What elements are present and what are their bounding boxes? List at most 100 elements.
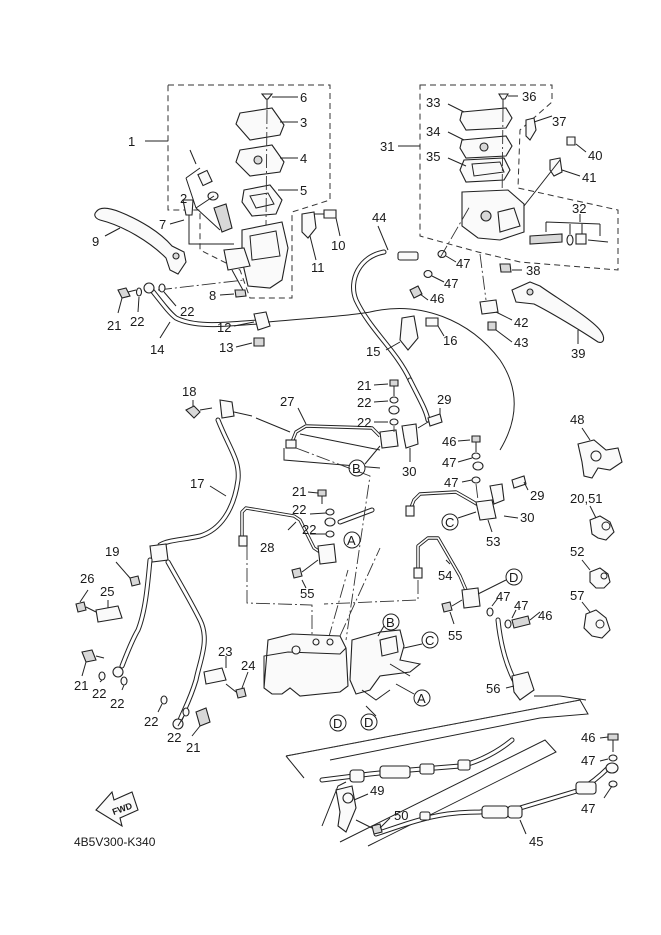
callout-19: 19 xyxy=(105,544,119,559)
hose-clamps-group: 48 20,51 52 57 xyxy=(570,412,623,639)
callout-47-a: 47 xyxy=(456,256,470,271)
callout-46-c: 46 xyxy=(538,608,552,623)
bolt-55-part xyxy=(291,567,303,579)
hose-clamp-15-part: 15 16 xyxy=(366,315,457,359)
callout-47-g: 47 xyxy=(581,753,595,768)
callout-22-b: 22 xyxy=(180,304,194,319)
callout-29-b: 29 xyxy=(530,488,544,503)
callout-44: 44 xyxy=(372,210,386,225)
callout-5: 5 xyxy=(300,183,307,198)
joint-block-53-part xyxy=(475,499,497,521)
callout-1: 1 xyxy=(128,134,135,149)
reservoir-cap-3-part xyxy=(235,107,285,141)
callout-32: 32 xyxy=(572,201,586,216)
callout-22-g: 22 xyxy=(110,696,124,711)
union-bolt-21-part xyxy=(117,287,131,299)
bracket-25-part xyxy=(95,605,123,623)
joint-mark-d-2: D xyxy=(364,715,373,730)
brake-hose-45-group: D 49 50 45 46 47 xyxy=(285,695,619,849)
joint-mark-b-1: B xyxy=(352,461,361,476)
brake-hose-44-part xyxy=(267,249,515,451)
callout-14: 14 xyxy=(150,342,164,357)
callout-9: 9 xyxy=(92,234,99,249)
callout-23: 23 xyxy=(218,644,232,659)
callout-46-d: 46 xyxy=(581,730,595,745)
switch-42-part xyxy=(479,299,499,315)
callout-16: 16 xyxy=(443,333,457,348)
callout-22-j: 22 xyxy=(292,502,306,517)
clamp-52-part xyxy=(589,567,611,589)
joint-mark-d-3: D xyxy=(333,716,342,731)
joint-53-group: C 46 47 47 29 30 53 xyxy=(405,434,544,549)
right-master-cylinder-group: 31 32 33 34 35 36 37 38 39 40 41 42 43 4… xyxy=(372,84,619,361)
bolt-40-part xyxy=(566,136,576,146)
callout-42: 42 xyxy=(514,315,528,330)
callout-47-h: 47 xyxy=(581,801,595,816)
brake-hose-14-part xyxy=(143,282,265,328)
screw-43-part xyxy=(487,321,497,331)
callout-21-c: 21 xyxy=(74,678,88,693)
hydraulic-unit-group: B C A D xyxy=(246,447,439,731)
callout-53: 53 xyxy=(486,534,500,549)
pivot-bolt-7-part xyxy=(182,199,194,216)
brake-lever-9-part xyxy=(94,207,187,275)
forward-direction-arrow: FWD xyxy=(95,790,139,828)
callout-25: 25 xyxy=(100,584,114,599)
callout-55-a: 55 xyxy=(300,586,314,601)
callout-11: 11 xyxy=(311,260,325,275)
callout-35: 35 xyxy=(426,149,440,164)
diagram-code: 4B5V300-K340 xyxy=(74,835,156,849)
callout-46-b: 46 xyxy=(442,434,456,449)
screw-36-part xyxy=(498,93,509,100)
clamp-41-part xyxy=(549,157,563,177)
bolt-37-part xyxy=(525,117,537,141)
callout-47-d: 47 xyxy=(444,475,458,490)
screw-6-part xyxy=(260,93,274,110)
callout-13: 13 xyxy=(219,340,233,355)
washer-22-part xyxy=(135,287,143,297)
callout-4: 4 xyxy=(300,151,307,166)
joint-mark-a-1: A xyxy=(347,533,356,548)
bolt-16-part xyxy=(425,317,439,327)
callout-18: 18 xyxy=(182,384,196,399)
callout-37: 37 xyxy=(552,114,566,129)
callout-50: 50 xyxy=(394,808,408,823)
bolt-24-part xyxy=(235,687,247,699)
callout-22-i: 22 xyxy=(167,730,181,745)
callout-56: 56 xyxy=(486,681,500,696)
callout-54: 54 xyxy=(438,568,452,583)
callout-8: 8 xyxy=(209,288,216,303)
union-bolt-46-part xyxy=(409,285,423,299)
callout-30-b: 30 xyxy=(520,510,534,525)
callout-52: 52 xyxy=(570,544,584,559)
brake-pipe-27-group: B 27 21 22 22 29 30 xyxy=(280,378,451,479)
callout-15: 15 xyxy=(366,344,380,359)
callout-2: 2 xyxy=(180,191,187,206)
callout-29-a: 29 xyxy=(437,392,451,407)
reservoir-cap-33-part xyxy=(459,107,513,131)
callout-43: 43 xyxy=(514,335,528,350)
callout-21-b: 21 xyxy=(357,378,371,393)
brake-pipe-28-group: A 28 21 22 22 55 xyxy=(238,484,375,601)
callout-45: 45 xyxy=(529,834,543,849)
callout-3: 3 xyxy=(300,115,307,130)
piston-kit-32-part xyxy=(529,221,609,246)
diaphragm-5-part xyxy=(241,184,283,217)
callout-21-a: 21 xyxy=(107,318,121,333)
bracket-23-part xyxy=(203,667,227,685)
clamp-11-part xyxy=(301,211,317,239)
master-cylinder-body-part xyxy=(223,221,289,293)
callout-47-f: 47 xyxy=(514,598,528,613)
bolt-10-part xyxy=(323,209,337,219)
nut-38-part xyxy=(499,263,512,273)
callout-21-d: 21 xyxy=(186,740,200,755)
callout-22-d: 22 xyxy=(357,415,371,430)
callout-47-e: 47 xyxy=(496,589,510,604)
callout-6: 6 xyxy=(300,90,307,105)
callout-22-c: 22 xyxy=(357,395,371,410)
callout-17: 17 xyxy=(190,476,204,491)
brake-hose-17-group: 18 17 19 26 25 21 22 22 23 24 22 22 21 xyxy=(74,384,291,755)
brake-lever-39-part xyxy=(511,281,605,343)
joint-mark-d-1: D xyxy=(509,570,518,585)
